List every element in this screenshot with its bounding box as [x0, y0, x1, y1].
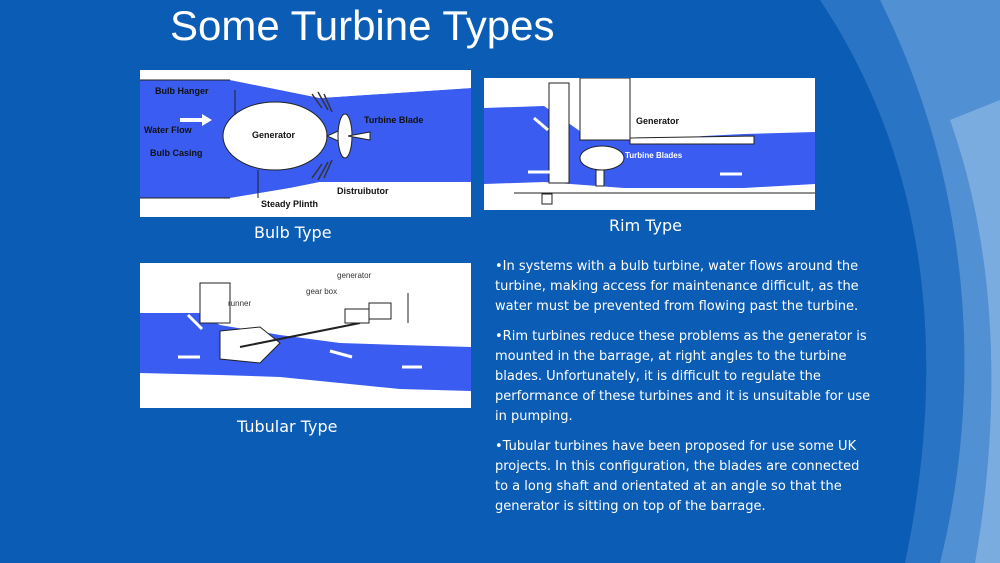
caption-rim-type: Rim Type: [609, 216, 682, 235]
label-bulb-hanger: Bulb Hanger: [155, 86, 209, 96]
tubular-turbine-diagram: generator gear box runner: [140, 263, 471, 408]
label-turbine-blades: Turbine Blades: [625, 151, 683, 160]
bullet-rim: •Rim turbines reduce these problems as t…: [495, 329, 871, 424]
gear-box-shape: [344, 308, 370, 324]
label-steady-plinth: Steady Plinth: [261, 199, 318, 209]
description-bullets: •In systems with a bulb turbine, water f…: [495, 257, 873, 527]
page-title: Some Turbine Types: [170, 2, 555, 49]
label-rim-generator: Generator: [636, 116, 680, 126]
bulb-turbine-diagram: Bulb Hanger Water Flow Bulb Casing Gener…: [140, 70, 471, 217]
label-bulb-casing: Bulb Casing: [150, 148, 203, 158]
bullet-tubular: •Tubular turbines have been proposed for…: [495, 439, 860, 514]
label-generator: Generator: [252, 130, 296, 140]
label-runner: runner: [228, 299, 251, 308]
flow-arrow: [533, 116, 549, 132]
distributor-vanes: [311, 91, 333, 181]
rim-rotor-shape: [579, 145, 625, 171]
caption-tubular-type: Tubular Type: [237, 417, 338, 436]
label-gear-box: gear box: [306, 287, 337, 296]
rim-turbine-diagram: Generator Turbine Blades: [484, 78, 815, 210]
label-distributor: Distruibutor: [337, 186, 389, 196]
label-water-flow: Water Flow: [144, 125, 193, 135]
caption-bulb-type: Bulb Type: [254, 223, 332, 242]
flow-arrow: [329, 349, 353, 359]
generator-shape: [368, 302, 392, 320]
water-channel: [140, 313, 471, 391]
turbine-shaft: [239, 322, 361, 348]
label-turbine-blade: Turbine Blade: [364, 115, 423, 125]
bullet-bulb: •In systems with a bulb turbine, water f…: [495, 259, 859, 314]
label-tubular-generator: generator: [337, 271, 372, 280]
flow-arrow: [186, 313, 204, 331]
flow-arrow: [180, 114, 212, 126]
